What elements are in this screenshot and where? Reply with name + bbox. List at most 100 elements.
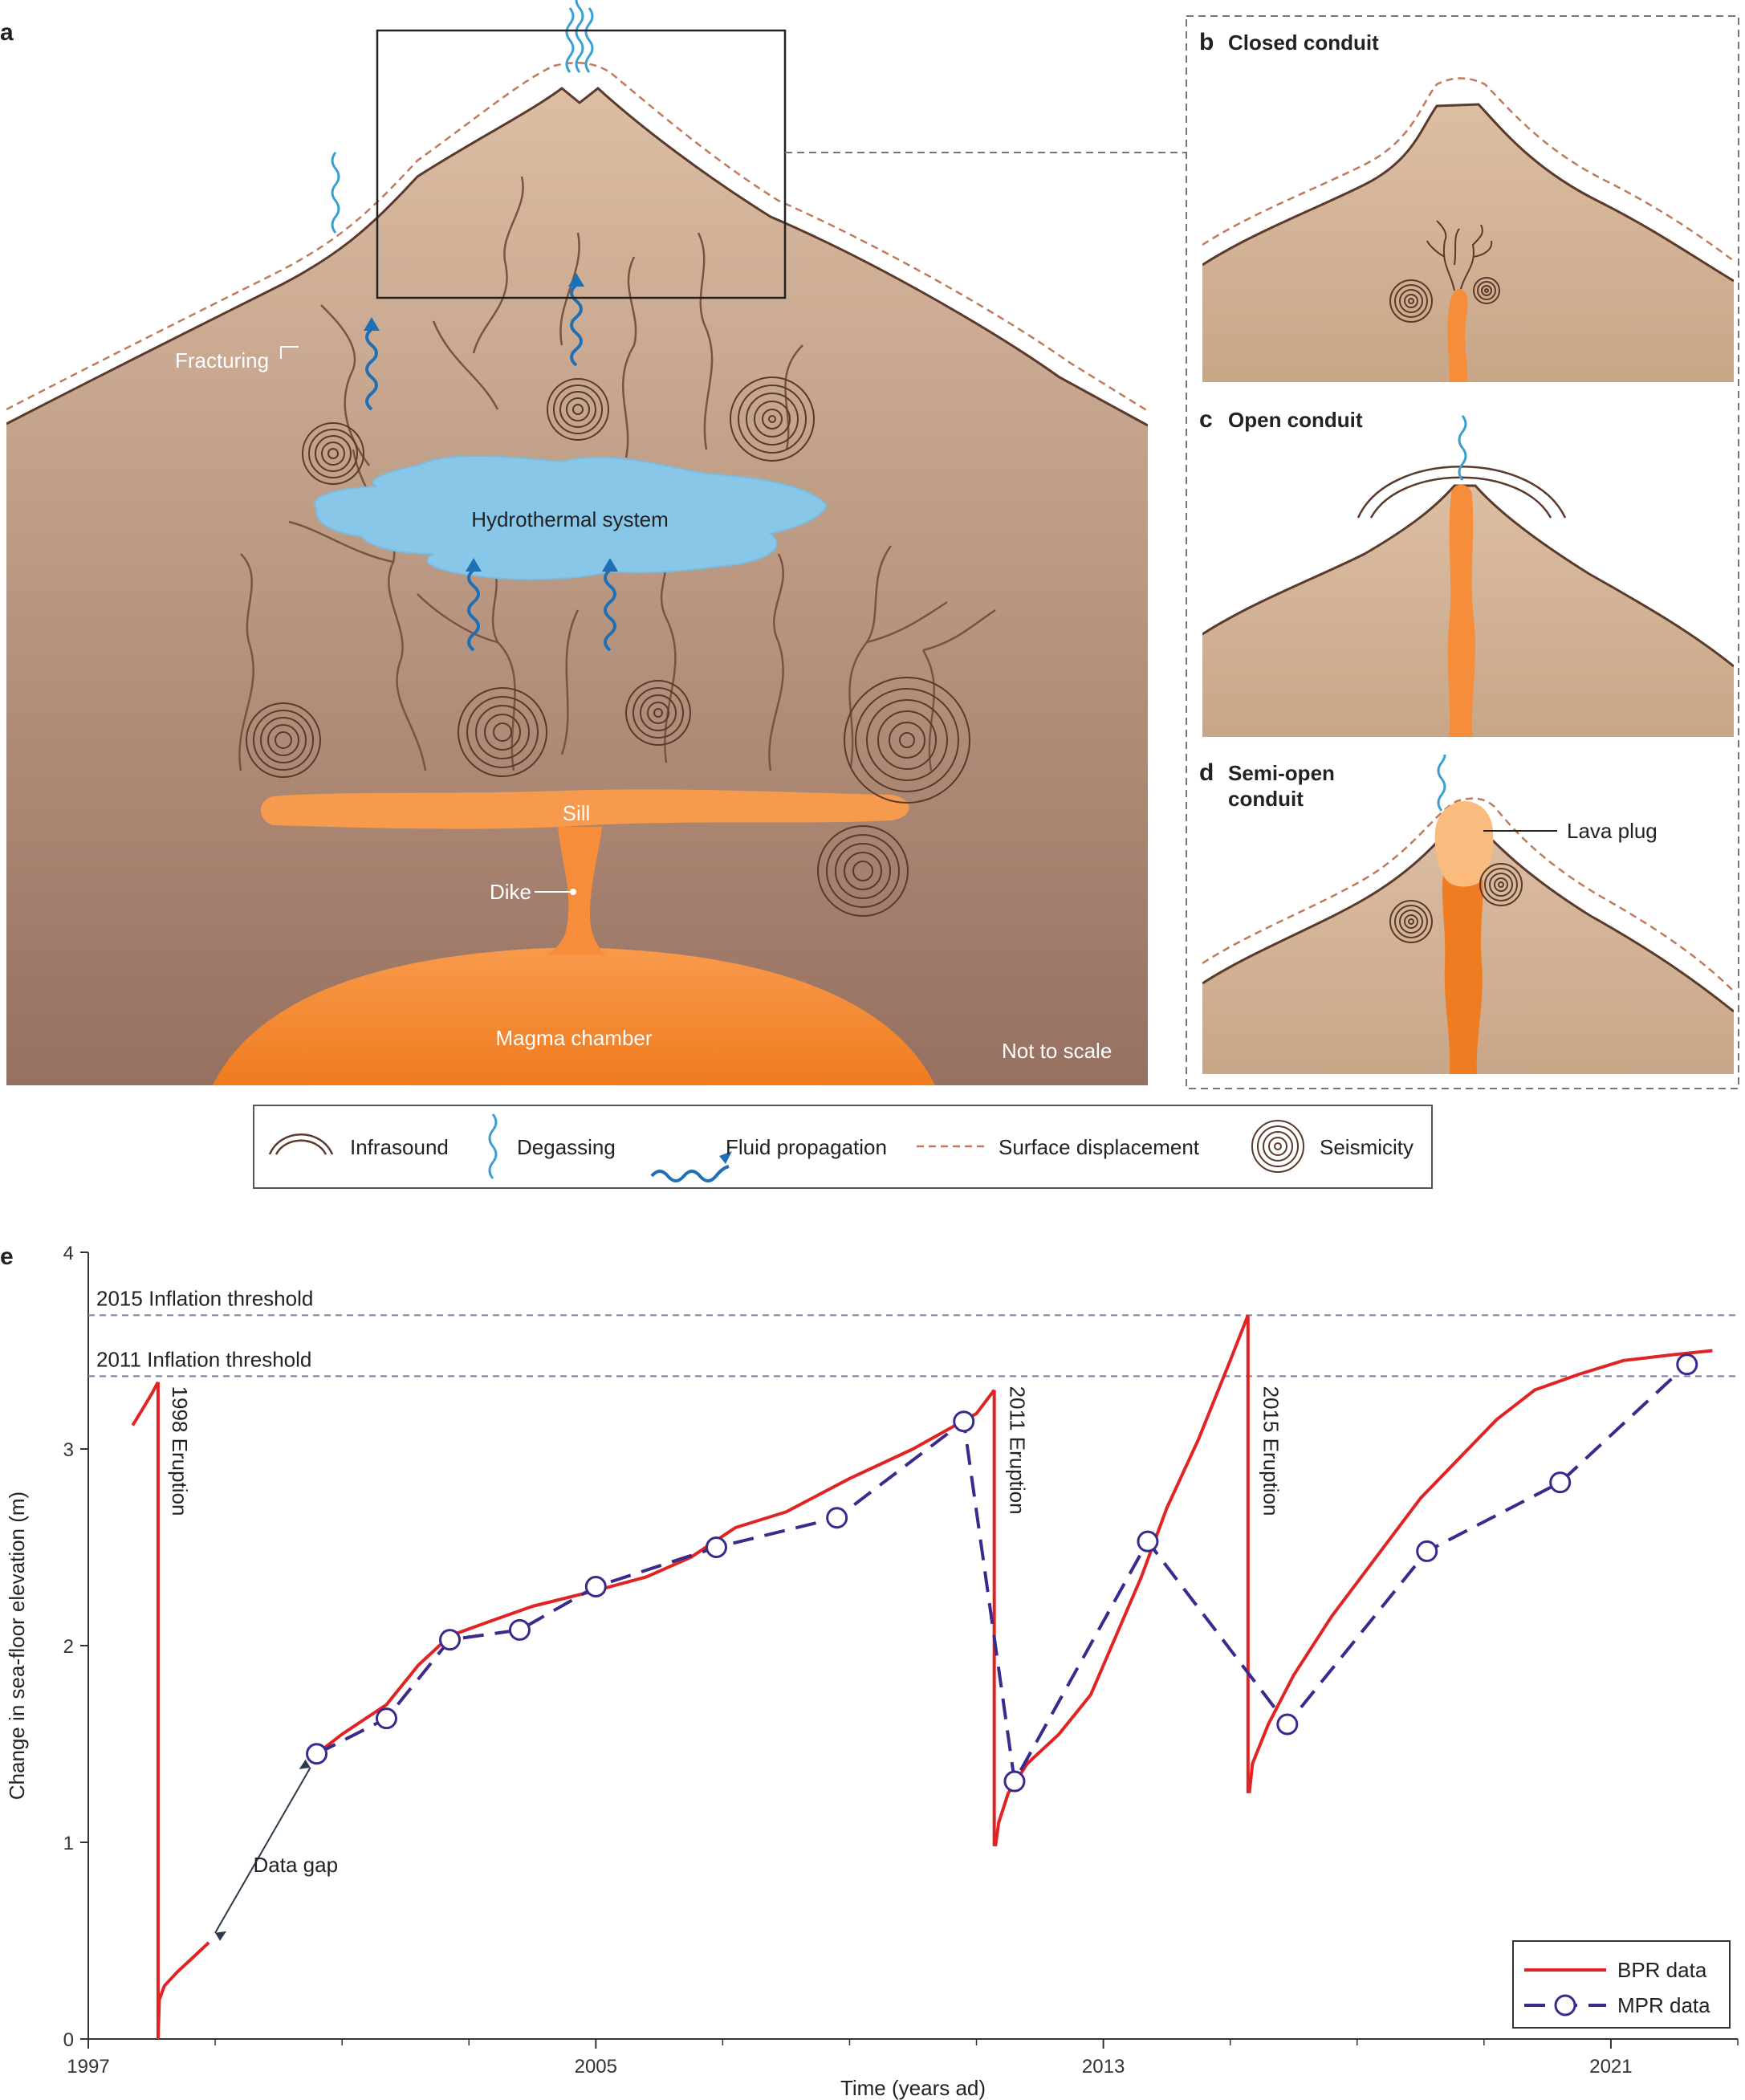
mpr-point bbox=[375, 1707, 397, 1730]
legend-infrasound-label: Infrasound bbox=[350, 1135, 449, 1159]
fluid-propagation-icon bbox=[650, 1151, 732, 1182]
mpr-point bbox=[1676, 1353, 1698, 1376]
volcano-outline bbox=[6, 87, 1148, 427]
degassing-icon bbox=[488, 1113, 498, 1179]
mpr-point bbox=[705, 1536, 727, 1558]
y-tick-label: 1 bbox=[63, 1833, 74, 1854]
panel-c-outline bbox=[1202, 484, 1734, 668]
panel-d: d Semi-open conduit Lava plug bbox=[1199, 755, 1734, 1074]
panel-c-letter: c bbox=[1199, 406, 1213, 433]
panel-b-title: Closed conduit bbox=[1228, 31, 1379, 55]
eruption-label: 2011 Eruption bbox=[1005, 1386, 1029, 1515]
bpr-line-segment bbox=[156, 1941, 210, 2039]
mpr-point bbox=[826, 1507, 848, 1529]
x-axis-label: Time (years ad) bbox=[840, 2076, 986, 2100]
mpr-point bbox=[1137, 1530, 1159, 1553]
mpr-point bbox=[508, 1618, 531, 1641]
panel-d-displacement bbox=[1202, 797, 1734, 992]
panel-b-seismicity bbox=[1389, 277, 1500, 323]
seismicity-markers bbox=[246, 376, 970, 917]
panel-c-degassing bbox=[1458, 415, 1467, 481]
panel-d-conduit bbox=[1442, 867, 1483, 1074]
mpr-point bbox=[1276, 1713, 1299, 1736]
legend-seismicity-label: Seismicity bbox=[1320, 1135, 1413, 1159]
sill bbox=[261, 789, 909, 829]
lava-plug-label: Lava plug bbox=[1567, 819, 1658, 843]
infrasound-icon bbox=[268, 1133, 334, 1155]
y-tick-label: 2 bbox=[63, 1636, 74, 1658]
panel-b-letter: b bbox=[1199, 29, 1214, 55]
dike-label: Dike bbox=[490, 880, 531, 904]
mpr-point bbox=[1003, 1770, 1026, 1793]
mpr-point bbox=[584, 1576, 607, 1597]
chart-thresholds: 2015 Inflation threshold 2011 Inflation t… bbox=[88, 1286, 1738, 1378]
bpr-line-segment bbox=[1247, 1349, 1713, 1794]
legend: Infrasound Degassing Fluid propagation S… bbox=[253, 1105, 1433, 1189]
x-tick-label: 2005 bbox=[575, 2056, 617, 2078]
panel-d-letter: d bbox=[1199, 759, 1214, 786]
panel-b: b Closed conduit bbox=[1199, 29, 1734, 382]
seismicity-icon bbox=[1251, 1120, 1304, 1173]
legend-displacement-label: Surface displacement bbox=[999, 1135, 1200, 1159]
legend-bpr-label: BPR data bbox=[1617, 1958, 1707, 1982]
x-tick-label: 2021 bbox=[1589, 2056, 1632, 2078]
fluid-arrows bbox=[365, 283, 616, 652]
mpr-line bbox=[315, 1363, 1689, 1787]
zoom-box bbox=[376, 29, 787, 299]
panel-d-title-2: conduit bbox=[1228, 787, 1304, 811]
bpr-line-segment bbox=[131, 1381, 160, 1426]
y-tick-label: 3 bbox=[63, 1439, 74, 1461]
data-gap-arrowhead-start bbox=[215, 1931, 227, 1941]
fracturing-leader bbox=[280, 346, 299, 359]
bpr-line-segment bbox=[994, 1314, 1250, 1847]
threshold-label: 2015 Inflation threshold bbox=[96, 1286, 313, 1310]
panel-b-displacement bbox=[1202, 77, 1734, 262]
mpr-point bbox=[439, 1629, 462, 1651]
panel-b-volcano bbox=[1202, 104, 1734, 382]
magma-chamber bbox=[213, 947, 935, 1085]
panel-d-degassing bbox=[1437, 755, 1446, 812]
y-tick-label: 4 bbox=[63, 1243, 74, 1264]
panel-c-title: Open conduit bbox=[1228, 408, 1363, 432]
not-to-scale-label: Not to scale bbox=[1002, 1039, 1112, 1063]
surface-displacement-line bbox=[6, 62, 1148, 413]
data-gap-label: Data gap bbox=[254, 1853, 339, 1877]
chart-markers bbox=[306, 1353, 1698, 1793]
fractures bbox=[238, 176, 996, 771]
mpr-point bbox=[306, 1743, 328, 1765]
legend-mpr-label: MPR data bbox=[1617, 1993, 1710, 2017]
fracturing-label: Fracturing bbox=[175, 348, 269, 372]
x-tick-label: 1997 bbox=[67, 2056, 109, 2078]
hydrothermal-label: Hydrothermal system bbox=[471, 507, 669, 531]
legend-degassing-label: Degassing bbox=[517, 1135, 616, 1159]
panel-c-conduit bbox=[1447, 484, 1475, 737]
y-tick-label: 0 bbox=[63, 2029, 74, 2051]
chart-annotation: Data gap bbox=[214, 1759, 339, 1941]
lava-plug bbox=[1434, 801, 1494, 887]
panel-e-letter: e bbox=[0, 1243, 14, 1270]
panel-d-seismicity bbox=[1389, 863, 1523, 943]
legend-mpr-marker bbox=[1554, 1994, 1576, 2017]
panel-d-title-1: Semi-open bbox=[1228, 761, 1335, 785]
panel-b-fractures bbox=[1426, 220, 1493, 291]
hydrothermal-system bbox=[314, 455, 828, 580]
panel-b-outline bbox=[1202, 103, 1734, 283]
panel-a: a bbox=[0, 0, 1186, 1085]
degassing-summit bbox=[331, 0, 594, 234]
data-gap-arrowhead-end bbox=[299, 1759, 311, 1769]
x-tick-label: 2013 bbox=[1082, 2056, 1125, 2078]
dike-point bbox=[570, 889, 576, 895]
sill-label: Sill bbox=[563, 801, 591, 825]
panel-a-letter: a bbox=[0, 19, 14, 46]
mpr-point bbox=[953, 1410, 975, 1433]
chart-legend-box bbox=[1512, 1940, 1731, 2029]
y-axis-label: Change in sea-floor elevation (m) bbox=[5, 1492, 29, 1800]
panel-c: c Open conduit bbox=[1199, 406, 1734, 737]
eruption-label: 2015 Eruption bbox=[1259, 1386, 1283, 1516]
threshold-label: 2011 Inflation threshold bbox=[96, 1347, 311, 1371]
panel-b-conduit bbox=[1447, 288, 1468, 382]
